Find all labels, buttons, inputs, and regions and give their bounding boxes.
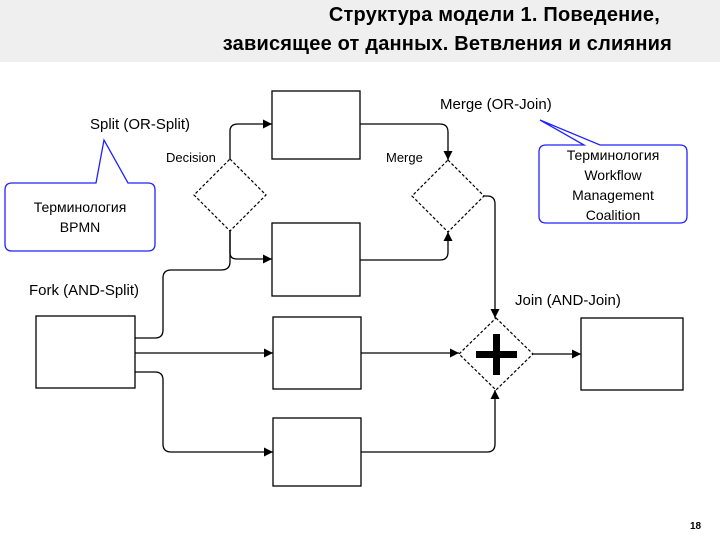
plus-icon xyxy=(476,334,517,375)
callout-wfmc-line: Coalition xyxy=(585,207,641,223)
merge-or-join-label: Merge (OR-Join) xyxy=(440,96,552,113)
flow-fork-to-decision xyxy=(135,231,231,339)
decision-label: Decision xyxy=(166,150,216,165)
title-band xyxy=(0,0,720,62)
callout-wfmc-line: Management xyxy=(572,187,654,203)
activity-box-bottom xyxy=(272,417,362,487)
slide-title-line-2: зависящее от данных. Ветвления и слияния xyxy=(222,33,672,55)
callout-wfmc-line: Терминология xyxy=(566,147,660,163)
callout-wfmc-text: Терминология Workflow Management Coaliti… xyxy=(539,145,687,225)
flow-bottom-box-to-join xyxy=(361,390,500,453)
callout-bpmn-text: Терминология BPMN xyxy=(5,197,155,237)
page-number: 18 xyxy=(690,521,702,532)
callout-wfmc-line: Workflow xyxy=(584,167,642,183)
flow-fork-to-bottom-box xyxy=(135,371,273,457)
callout-bpmn-line: Терминология xyxy=(33,199,127,215)
join-label: Join (AND-Join) xyxy=(515,292,621,309)
merge-label: Merge xyxy=(386,150,423,165)
activity-box-top xyxy=(271,90,361,160)
split-label: Split (OR-Split) xyxy=(90,116,191,133)
slide-title-line-1: Структура модели 1. Поведение, xyxy=(328,4,660,26)
activity-box-upper-mid xyxy=(271,222,361,297)
activity-box-right-target xyxy=(580,317,684,391)
fork-label: Fork (AND-Split) xyxy=(29,282,140,299)
flow-top-box-to-merge xyxy=(360,123,453,160)
flow-decision-to-top-box xyxy=(229,119,272,159)
activity-box-left-source xyxy=(35,315,136,389)
callout-bpmn xyxy=(4,138,156,252)
callout-wfmc xyxy=(538,119,688,224)
merge-gateway xyxy=(411,159,485,233)
flow-upper-mid-box-to-merge xyxy=(360,232,453,261)
flow-decision-to-upper-mid-box xyxy=(229,231,272,264)
decision-gateway xyxy=(193,158,267,232)
callout-bpmn-line: BPMN xyxy=(59,219,101,235)
activity-box-middle xyxy=(272,316,362,390)
flow-merge-to-join xyxy=(484,195,500,318)
